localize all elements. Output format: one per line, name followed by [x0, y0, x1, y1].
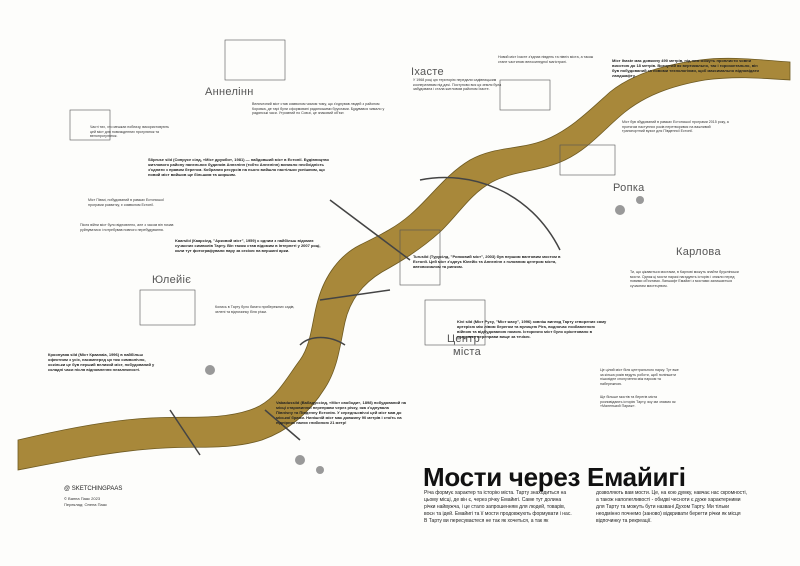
district-ropka: Ропка: [613, 182, 645, 194]
district-center-line2: міста: [453, 346, 482, 358]
vabadussild-bridge: [264, 409, 301, 441]
district-yuleyiye: Юлейіє: [152, 274, 192, 286]
intro-left: Річа формує характер та історію міста. Т…: [424, 490, 572, 524]
ihaste-bridge: [419, 176, 561, 251]
tree: [295, 455, 305, 465]
kroonuaia-bridge: [169, 409, 201, 456]
credit-author: © Ванна Паас 2023: [64, 496, 101, 501]
note-vabadus-small: Колись в Тарту було багато прибережних с…: [215, 305, 295, 314]
tree: [316, 466, 324, 474]
left-building: [69, 109, 111, 141]
note-kaarsild: Kaarsild (Каарсілд, "Арковий міст", 1959…: [175, 238, 321, 253]
note-karlova: Ти, що цікавиться мостами, в Карлові мож…: [630, 270, 739, 288]
page-title: Мости через Емайигі: [423, 462, 686, 492]
note-turusild: Turusild (Турусілд, "Ринковий міст", 200…: [413, 254, 561, 269]
note-ihaste-bridge: Новий міст Іхасте з'єднає південь та пів…: [498, 55, 594, 64]
note-soprus: Sõpruse sild (Сипрусе сілд, «Міст дружби…: [148, 157, 329, 177]
tree: [205, 365, 215, 375]
note-bottom2: Ще більше мостів та берегів міста розпов…: [600, 395, 676, 409]
note-left-small: Міст Піюмі, побудований в рамках Естонсь…: [88, 198, 164, 207]
emajogi-river: [17, 57, 791, 471]
soprus-bridge: [329, 199, 411, 261]
ihaste-houses: [499, 79, 551, 111]
district-annelinn: Аннелінн: [205, 86, 254, 98]
district-center-line1: Центр: [447, 333, 480, 345]
turusild-bridge: [319, 289, 391, 301]
yuleyiye-buildings: [139, 289, 196, 326]
note-kvvaste: Kivi sild (Міст Руху, "Міст жаху", 1996)…: [457, 319, 607, 339]
note-left-small2: Після війни міст було відновлено, але з …: [80, 223, 174, 232]
annelinn-block: [224, 39, 286, 81]
ropka-buildings: [559, 144, 616, 176]
kaarsild-bridge: [299, 336, 346, 346]
intro-right: дозволяють вам мости. Це, на кою думку, …: [596, 490, 747, 524]
note-vabadussild: Vabadussild (Вабадуссілд, «Міст свободи»…: [276, 400, 406, 425]
district-karlova: Карлова: [676, 246, 721, 258]
credit-translator: Переклад: Олена Паас: [64, 502, 107, 507]
note-ropka-small: Міст був збудований в рамках Естонської …: [622, 120, 729, 134]
note-ihaste: У 1968 році цю територію передали садівн…: [413, 78, 502, 92]
note-ropka-bridge: Міст Ihaste має довжину 490 метрів, під …: [612, 58, 759, 78]
tree: [615, 205, 625, 215]
credit-handle: @ SKETCHINGPAAS: [64, 486, 123, 492]
tree: [636, 196, 644, 204]
center-block: [424, 299, 486, 346]
note-kroonuaia: Кроонуаяа sild (Міст Краанаіа, 1996) в н…: [48, 352, 155, 372]
district-ihaste: Іхасте: [411, 66, 444, 78]
note-soprus-side: Величезний міст став символом чимом тому…: [252, 102, 385, 116]
center-buildings: [399, 229, 441, 286]
note-annelinn-small: Часті тих, хто мешкає поблизу, використо…: [90, 125, 169, 139]
note-bottom: Це цілий міст біля центрального парку. Т…: [600, 368, 679, 386]
